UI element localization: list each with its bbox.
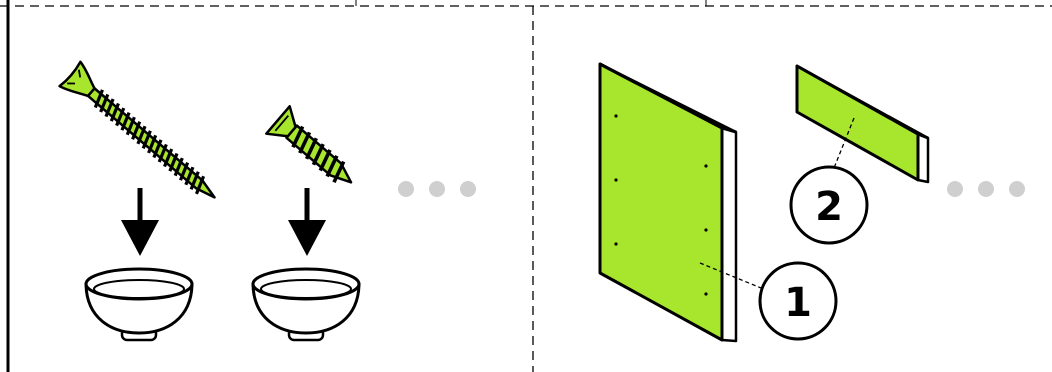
right-panel: 1 2 [600, 64, 1025, 341]
bowl-icon [86, 269, 192, 340]
left-panel [60, 62, 476, 340]
callout-number-1: 1 [784, 280, 812, 326]
callout-1: 1 [760, 263, 836, 339]
callout-2: 2 [791, 167, 867, 243]
long-screw-icon [60, 62, 225, 210]
down-arrow-icon [121, 188, 159, 256]
more-dots-icon [947, 181, 1025, 197]
small-strip [797, 66, 928, 182]
down-arrow-icon [288, 188, 326, 256]
bowl-icon [253, 269, 359, 340]
callout-number-2: 2 [815, 184, 843, 230]
large-panel [600, 64, 736, 341]
short-screw-icon [266, 106, 362, 196]
more-dots-icon [398, 181, 476, 197]
